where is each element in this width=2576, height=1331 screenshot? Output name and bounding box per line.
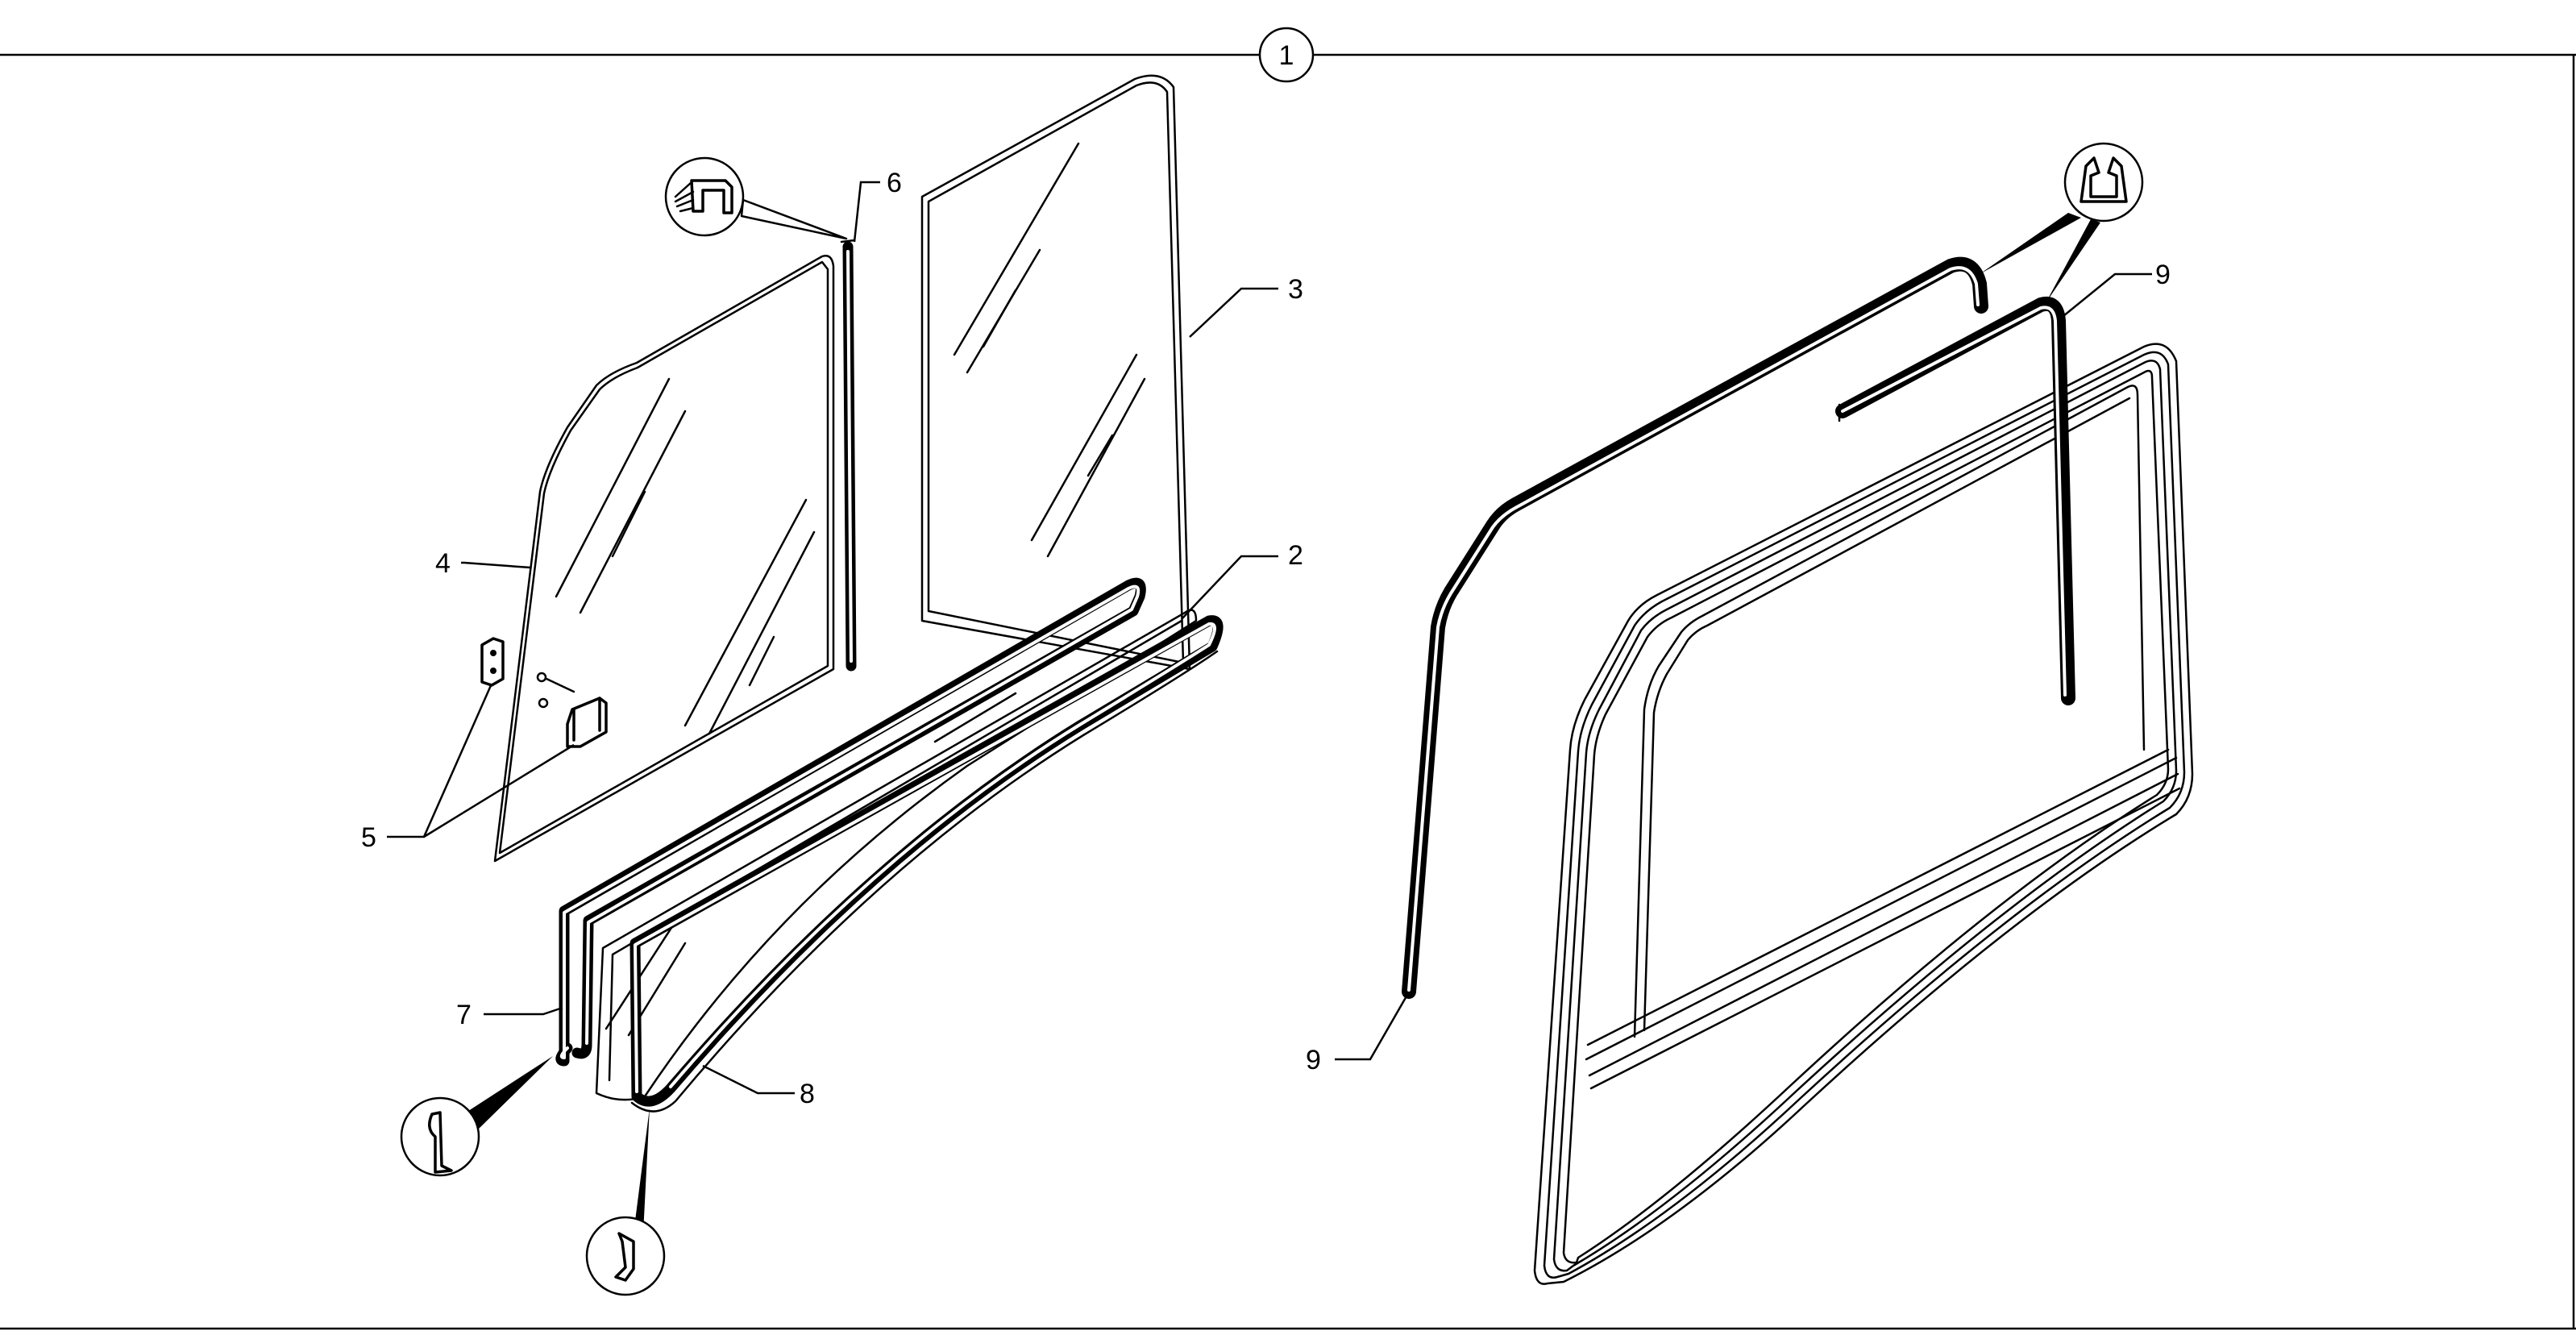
frame-border — [0, 53, 2576, 1330]
frame-seal-strip-upper — [1402, 256, 1988, 999]
window-frame-seal — [1533, 343, 2194, 1285]
callout-6: 6 — [887, 168, 902, 198]
callout-8: 8 — [800, 1079, 815, 1109]
seal-front-lower — [555, 577, 1146, 1067]
callout-5: 5 — [361, 822, 376, 853]
frame-seal-profile-detail — [1980, 142, 2144, 303]
callout-9-upper: 9 — [2155, 260, 2171, 290]
assembly-number-badge: 1 — [1258, 27, 1315, 83]
channel-profile-detail — [664, 156, 848, 240]
assembly-number: 1 — [1279, 40, 1294, 71]
seal-profile-detail-8 — [585, 1108, 666, 1296]
front-glass-panel — [493, 255, 835, 863]
callout-4: 4 — [435, 548, 451, 579]
frame-seal-strip-short — [1835, 297, 2075, 705]
callout-3: 3 — [1288, 274, 1303, 305]
callout-9-lower: 9 — [1306, 1045, 1321, 1075]
seal-rear-lower — [629, 615, 1224, 1113]
seal-profile-detail-7 — [400, 1056, 553, 1177]
upper-rear-glass — [920, 74, 1191, 671]
callout-leaders-right — [1335, 272, 2152, 1061]
channel-seal — [840, 239, 857, 672]
callout-leaders-left — [387, 181, 1278, 1095]
glass-clips — [480, 637, 608, 748]
callout-2: 2 — [1288, 540, 1303, 571]
callout-7: 7 — [456, 1000, 472, 1030]
